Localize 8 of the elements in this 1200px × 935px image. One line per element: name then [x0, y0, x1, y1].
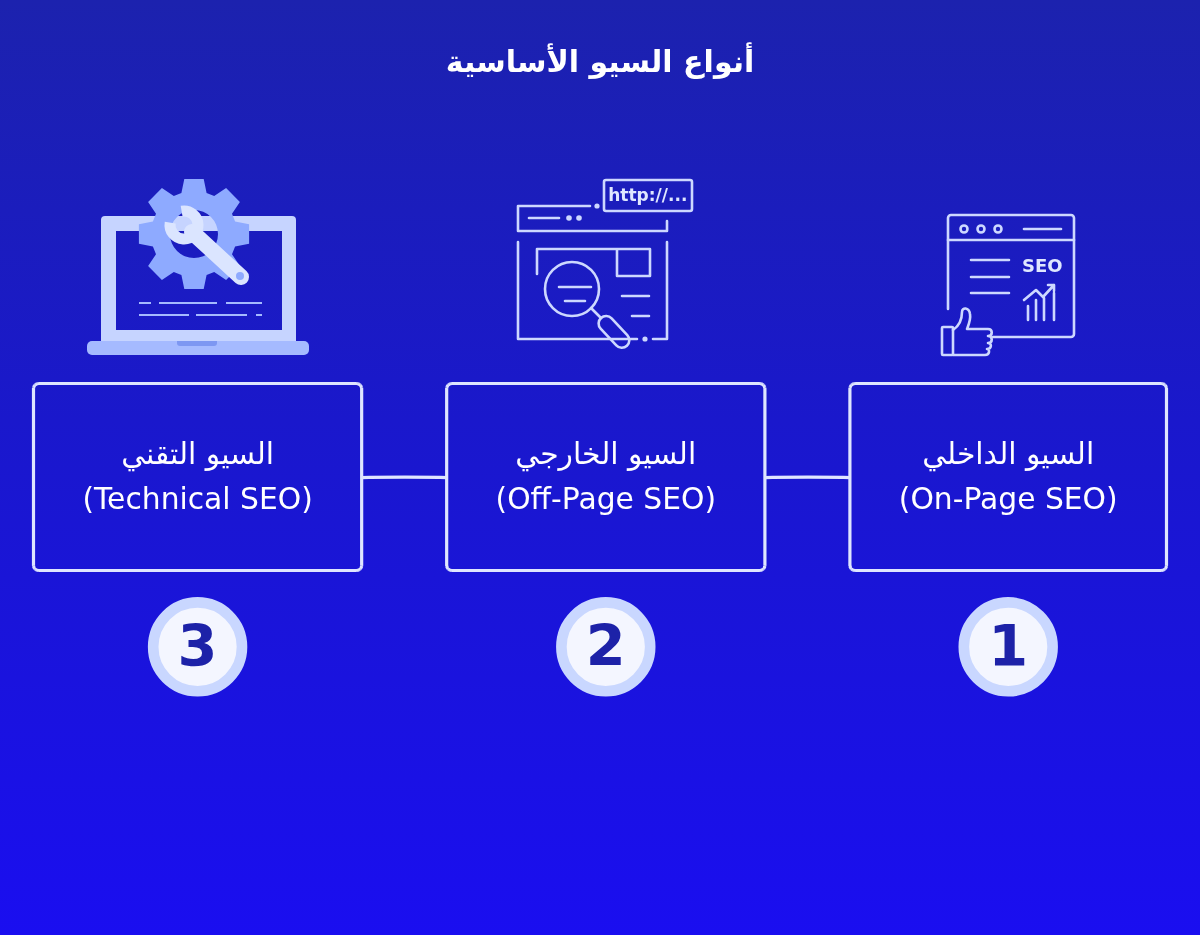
diagram-title: أنواع السيو الأساسية: [445, 42, 755, 81]
step-number-circle: 2: [556, 597, 656, 697]
url-text: http://...: [607, 183, 689, 207]
seo-text: SEO: [1020, 255, 1064, 276]
step-number-circle: 3: [147, 597, 248, 697]
step-number-circle: 1: [958, 597, 1058, 697]
connector-line: [362, 475, 448, 480]
connector-line: [765, 475, 851, 480]
